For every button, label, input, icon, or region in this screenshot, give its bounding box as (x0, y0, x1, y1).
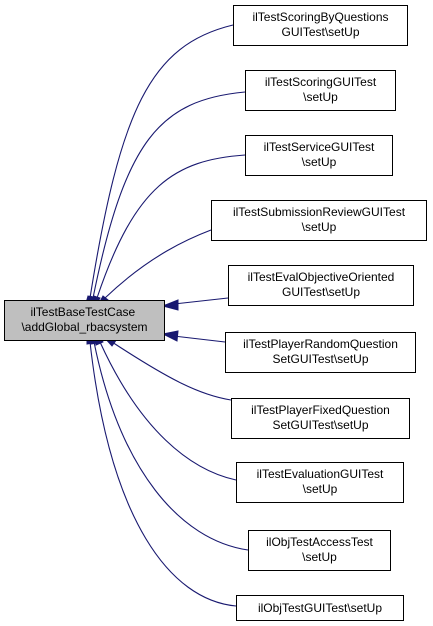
source-node-label: ilTestBaseTestCase \addGlobal_rbacsystem (21, 305, 147, 334)
caller-node-scoring-gui-box (245, 70, 396, 111)
caller-node-obj-gui-label: ilObjTestGUITest\setUp (258, 601, 382, 615)
caller-node-eval-objective-line-2: GUITest\setUp (282, 285, 360, 299)
source-node[interactable]: ilTestBaseTestCase \addGlobal_rbacsystem (4, 300, 165, 341)
edge-scoring-gui (92, 91, 246, 299)
caller-node-evaluation-gui-line-1: ilTestEvaluationGUITest (257, 467, 384, 481)
caller-node-scoring-gui-label: ilTestScoringGUITest\setUp (265, 75, 377, 104)
caller-node-service-gui-line-2: \setUp (302, 155, 337, 169)
edge-scoring-by-questions (89, 24, 234, 299)
caller-node-service-gui-line-1: ilTestServiceGUITest (264, 140, 375, 154)
caller-node-service-gui[interactable]: ilTestServiceGUITest\setUp (245, 135, 393, 176)
caller-node-player-fixed-line-2: SetGUITest\setUp (272, 418, 368, 432)
caller-node-submission-review-line-2: \setUp (302, 220, 337, 234)
caller-node-obj-access-label: ilObjTestAccessTest\setUp (266, 535, 373, 564)
caller-node-player-random-box (225, 332, 416, 373)
caller-node-submission-review-line-1: ilTestSubmissionReviewGUITest (233, 205, 406, 219)
caller-node-eval-objective-line-1: ilTestEvalObjectiveOriented (248, 270, 395, 284)
caller-node-submission-review[interactable]: ilTestSubmissionReviewGUITest\setUp (211, 200, 427, 241)
edge-obj-gui (89, 341, 237, 607)
caller-node-evaluation-gui-box (236, 462, 404, 503)
caller-node-eval-objective-box (228, 265, 414, 306)
caller-node-evaluation-gui[interactable]: ilTestEvaluationGUITest\setUp (236, 462, 404, 503)
caller-node-scoring-gui-line-1: ilTestScoringGUITest (265, 75, 377, 89)
caller-node-obj-access-line-1: ilObjTestAccessTest (266, 535, 373, 549)
source-node-box (4, 300, 165, 341)
arrowhead-eval-objective (161, 299, 179, 311)
caller-node-player-fixed-line-1: ilTestPlayerFixedQuestion (251, 403, 390, 417)
caller-node-obj-access-box (248, 530, 391, 571)
edge-evaluation-gui (99, 341, 237, 481)
caller-node-submission-review-label: ilTestSubmissionReviewGUITest\setUp (233, 205, 406, 234)
caller-node-scoring-gui-line-2: \setUp (303, 90, 338, 104)
edge-submission-review (104, 229, 212, 299)
arrowhead-player-random (161, 330, 179, 342)
caller-node-scoring-by-questions-line-2: GUITest\setUp (281, 25, 359, 39)
caller-node-player-fixed-box (231, 398, 410, 439)
caller-node-scoring-by-questions-line-1: ilTestScoringByQuestions (252, 10, 388, 24)
caller-node-player-random-line-2: SetGUITest\setUp (272, 352, 368, 366)
caller-node-service-gui-box (245, 135, 393, 176)
caller-node-obj-access-line-2: \setUp (302, 550, 337, 564)
source-node-line-1: ilTestBaseTestCase (30, 305, 135, 319)
caller-node-evaluation-gui-line-2: \setUp (303, 482, 338, 496)
caller-node-obj-gui-line-1: ilObjTestGUITest\setUp (258, 601, 382, 615)
caller-node-player-random-line-1: ilTestPlayerRandomQuestion (243, 337, 398, 351)
caller-node-scoring-gui[interactable]: ilTestScoringGUITest\setUp (245, 70, 396, 111)
edge-obj-access (93, 341, 249, 551)
edge-player-fixed (111, 341, 232, 401)
caller-node-evaluation-gui-label: ilTestEvaluationGUITest\setUp (257, 467, 384, 496)
caller-node-obj-access[interactable]: ilObjTestAccessTest\setUp (248, 530, 391, 571)
source-node-line-2: \addGlobal_rbacsystem (21, 320, 147, 334)
edge-service-gui (96, 154, 246, 299)
caller-node-service-gui-label: ilTestServiceGUITest\setUp (264, 140, 375, 169)
caller-node-scoring-by-questions-box (233, 5, 408, 46)
caller-node-obj-gui[interactable]: ilObjTestGUITest\setUp (236, 595, 404, 621)
caller-node-submission-review-box (211, 200, 427, 241)
caller-node-obj-gui-box (236, 595, 404, 621)
